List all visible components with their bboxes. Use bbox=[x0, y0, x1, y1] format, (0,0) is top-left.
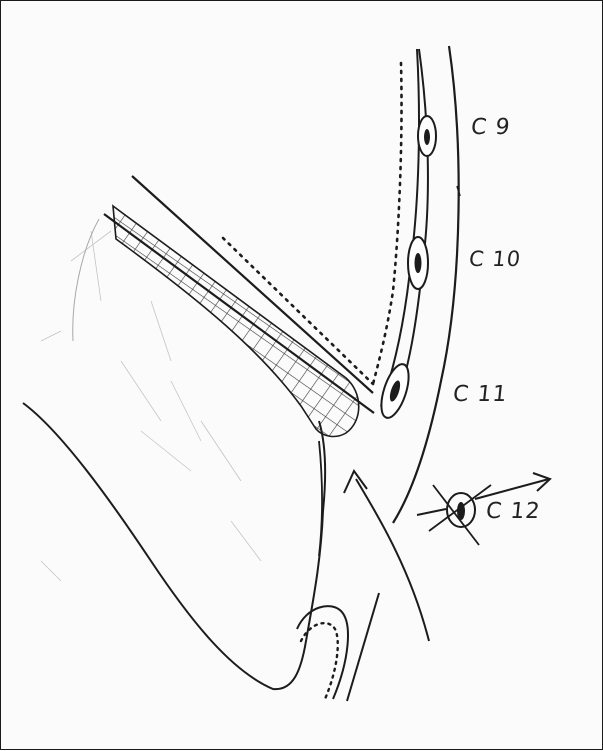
hatched-band bbox=[113, 206, 359, 436]
ganglion-c11 bbox=[376, 361, 414, 421]
lower-mass-outline bbox=[23, 403, 325, 689]
ganglion-c9 bbox=[418, 116, 436, 156]
pencil-shading bbox=[41, 231, 261, 581]
lower-mass-upper-edge bbox=[73, 219, 99, 341]
ganglion-c10 bbox=[408, 237, 428, 289]
ascending-arrow bbox=[356, 479, 429, 641]
label-c9: C 9 bbox=[470, 117, 512, 139]
label-c11: C 11 bbox=[452, 384, 509, 406]
dotted-vertical bbox=[373, 63, 402, 384]
label-c10: C 10 bbox=[468, 249, 522, 270]
upper-diagonal-line-1 bbox=[104, 214, 374, 413]
upper-diagonal-line-2 bbox=[132, 176, 373, 393]
label-c12: C 12 bbox=[485, 501, 542, 523]
nerve-chain-left bbox=[381, 49, 419, 406]
lower-line bbox=[347, 593, 379, 701]
ascending-arrow-head bbox=[344, 471, 367, 493]
